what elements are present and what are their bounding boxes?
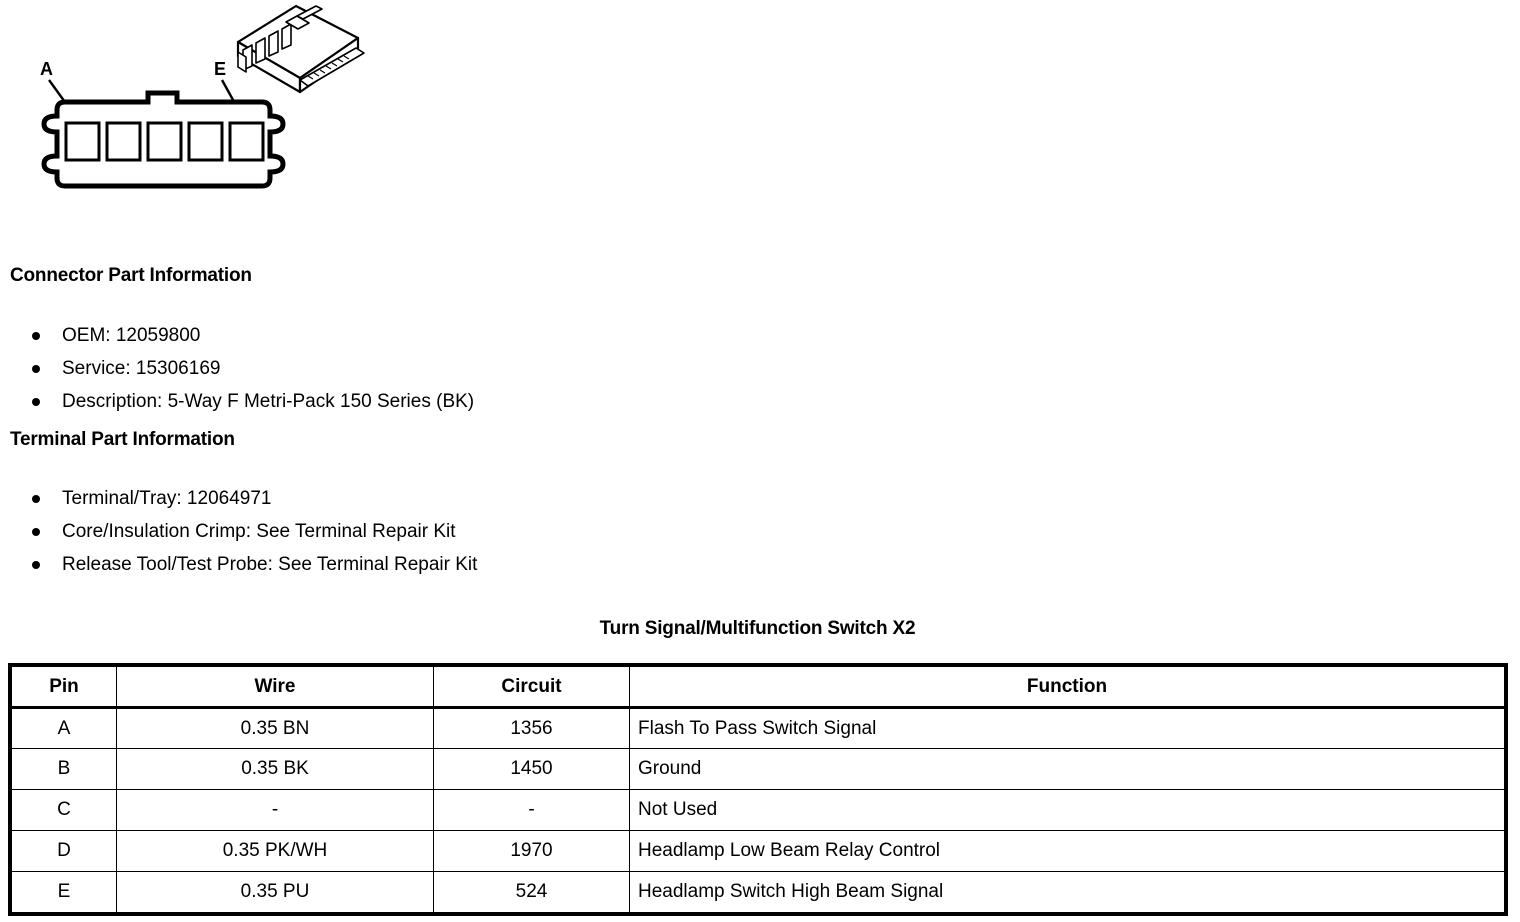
table-row: C - - Not Used <box>11 789 1505 831</box>
cell-function: Headlamp Low Beam Relay Control <box>629 830 1505 872</box>
column-header-wire: Wire <box>116 666 434 709</box>
list-item: Service: 15306169 <box>30 352 474 385</box>
connector-description-text: Description: 5-Way F Metri-Pack 150 Seri… <box>62 391 475 412</box>
cell-wire: 0.35 PU <box>116 871 434 913</box>
column-header-circuit: Circuit <box>433 666 630 709</box>
terminal-cavities <box>64 121 265 162</box>
core-insulation-crimp-text: Core/Insulation Crimp: See Terminal Repa… <box>62 521 456 542</box>
cell-wire: - <box>116 789 434 831</box>
bullet-icon <box>32 365 40 373</box>
bullet-icon <box>32 528 40 536</box>
pinout-table: Pin Wire Circuit Function A 0.35 BN 1356… <box>11 666 1505 913</box>
pinout-table-container: Pin Wire Circuit Function A 0.35 BN 1356… <box>8 663 1508 916</box>
terminal-cavity-a <box>64 121 101 162</box>
cell-wire: 0.35 BK <box>116 748 434 790</box>
cell-pin: E <box>11 871 117 913</box>
connector-service-text: Service: 15306169 <box>62 358 221 379</box>
cell-wire: 0.35 BN <box>116 707 434 749</box>
cell-wire: 0.35 PK/WH <box>116 830 434 872</box>
bullet-icon <box>32 332 40 340</box>
bullet-icon <box>32 495 40 503</box>
cell-function: Ground <box>629 748 1505 790</box>
column-header-pin: Pin <box>11 666 117 709</box>
table-row: D 0.35 PK/WH 1970 Headlamp Low Beam Rela… <box>11 830 1505 872</box>
list-item: Terminal/Tray: 12064971 <box>30 482 477 515</box>
cell-circuit: 1356 <box>433 707 630 749</box>
cell-pin: D <box>11 830 117 872</box>
cell-circuit: - <box>433 789 630 831</box>
table-header-row: Pin Wire Circuit Function <box>11 666 1505 709</box>
release-tool-test-probe-text: Release Tool/Test Probe: See Terminal Re… <box>62 554 478 575</box>
cell-pin: C <box>11 789 117 831</box>
table-row: A 0.35 BN 1356 Flash To Pass Switch Sign… <box>11 707 1505 749</box>
connector-illustration: A E <box>40 4 365 189</box>
cell-function: Not Used <box>629 789 1505 831</box>
cell-pin: B <box>11 748 117 790</box>
cell-circuit: 1450 <box>433 748 630 790</box>
terminal-cavity-b <box>105 121 142 162</box>
connector-part-information-heading: Connector Part Information <box>10 265 252 286</box>
terminal-tray-text: Terminal/Tray: 12064971 <box>62 488 272 509</box>
list-item: Core/Insulation Crimp: See Terminal Repa… <box>30 515 477 548</box>
table-row: B 0.35 BK 1450 Ground <box>11 748 1505 790</box>
cell-pin: A <box>11 707 117 749</box>
bullet-icon <box>32 398 40 406</box>
cell-circuit: 524 <box>433 871 630 913</box>
cell-function: Headlamp Switch High Beam Signal <box>629 871 1505 913</box>
list-item: Description: 5-Way F Metri-Pack 150 Seri… <box>30 385 474 418</box>
terminal-part-information-list: Terminal/Tray: 12064971 Core/Insulation … <box>30 482 477 581</box>
column-header-function: Function <box>629 666 1505 709</box>
bullet-icon <box>32 561 40 569</box>
pin-label-e: E <box>214 59 226 79</box>
terminal-cavity-c <box>146 121 183 162</box>
connector-part-information-list: OEM: 12059800 Service: 15306169 Descript… <box>30 319 474 418</box>
table-row: E 0.35 PU 524 Headlamp Switch High Beam … <box>11 871 1505 913</box>
terminal-cavity-e <box>228 121 265 162</box>
pin-label-a: A <box>40 59 53 79</box>
connector-oem-text: OEM: 12059800 <box>62 325 201 346</box>
terminal-cavity-d <box>187 121 224 162</box>
pinout-table-title: Turn Signal/Multifunction Switch X2 <box>599 618 916 639</box>
cell-circuit: 1970 <box>433 830 630 872</box>
list-item: Release Tool/Test Probe: See Terminal Re… <box>30 548 477 581</box>
list-item: OEM: 12059800 <box>30 319 474 352</box>
terminal-part-information-heading: Terminal Part Information <box>10 429 235 450</box>
cell-function: Flash To Pass Switch Signal <box>629 707 1505 749</box>
connector-isometric-view <box>236 4 365 94</box>
